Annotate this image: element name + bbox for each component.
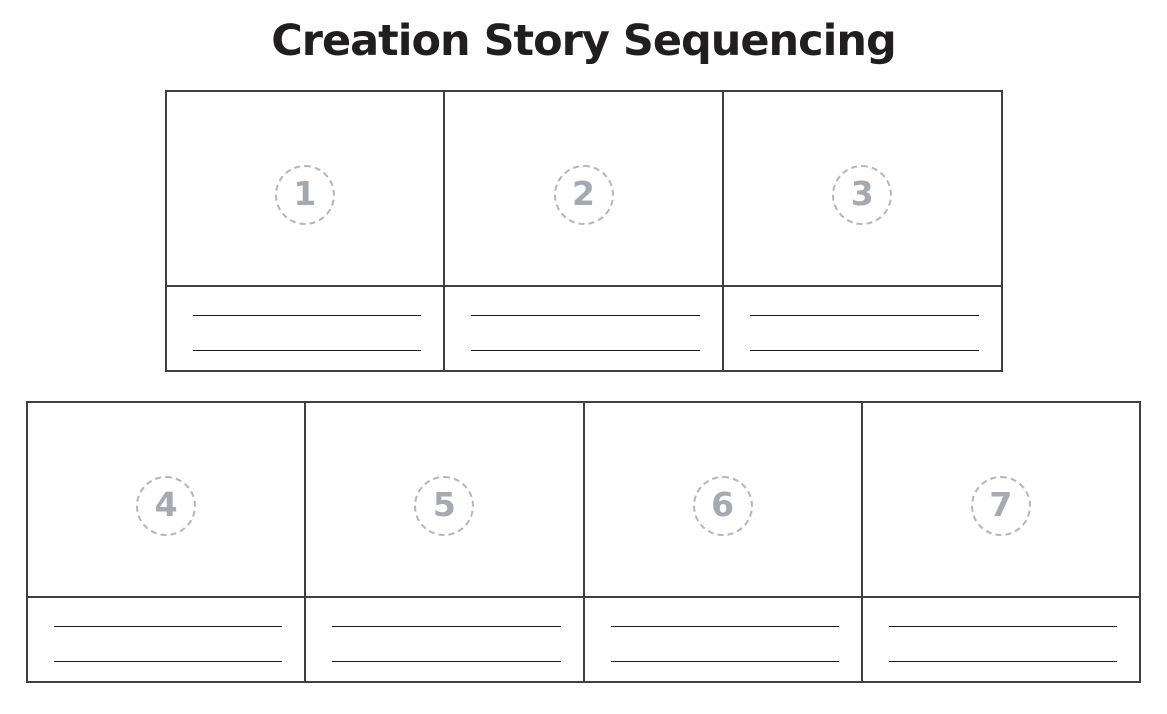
writing-line: [888, 626, 1117, 627]
picture-box-4: 4: [28, 403, 305, 598]
sequence-card-7: 7: [862, 403, 1139, 681]
picture-box-1: 1: [166, 92, 444, 287]
step-number: 7: [989, 485, 1013, 524]
writing-line: [332, 626, 561, 627]
sequence-card-4: 4: [28, 403, 307, 681]
step-number-badge: 1: [274, 164, 335, 225]
sequence-card-6: 6: [584, 403, 863, 681]
step-number-badge: 4: [136, 475, 197, 536]
writing-box-5: [306, 598, 582, 681]
writing-line: [54, 626, 283, 627]
picture-box-2: 2: [445, 92, 722, 287]
writing-box-1: [167, 287, 444, 370]
writing-line: [332, 661, 561, 662]
writing-box-2: [445, 287, 722, 370]
sequence-card-2: 2: [445, 92, 724, 370]
sequence-row-bottom: 4 5 6 7: [26, 401, 1141, 683]
step-number: 4: [154, 485, 178, 524]
writing-line: [471, 350, 700, 351]
writing-box-4: [28, 598, 304, 681]
step-number-badge: 2: [553, 164, 614, 225]
writing-line: [192, 350, 422, 351]
writing-box-3: [724, 287, 1001, 370]
step-number: 5: [432, 485, 456, 524]
step-number-badge: 3: [832, 164, 893, 225]
writing-line: [749, 315, 979, 316]
picture-box-7: 7: [862, 403, 1139, 598]
sequence-card-3: 3: [723, 92, 1001, 370]
step-number: 6: [711, 485, 735, 524]
sequence-card-1: 1: [166, 92, 446, 370]
writing-box-6: [585, 598, 861, 681]
page-title: Creation Story Sequencing: [271, 16, 897, 66]
step-number-badge: 5: [414, 475, 475, 536]
step-number-badge: 7: [970, 475, 1031, 536]
writing-line: [54, 661, 283, 662]
writing-line: [192, 315, 422, 316]
step-number: 1: [293, 174, 317, 213]
picture-box-6: 6: [584, 403, 861, 598]
writing-line: [888, 661, 1117, 662]
writing-line: [471, 315, 700, 316]
picture-box-3: 3: [723, 92, 1001, 287]
sequence-row-top: 1 2 3: [164, 90, 1003, 372]
picture-box-5: 5: [306, 403, 583, 598]
writing-line: [610, 626, 839, 627]
step-number: 2: [572, 174, 595, 213]
writing-line: [749, 350, 979, 351]
writing-box-7: [863, 598, 1139, 681]
writing-line: [610, 661, 839, 662]
step-number-badge: 6: [692, 475, 753, 536]
sequence-card-5: 5: [306, 403, 585, 681]
step-number: 3: [850, 174, 874, 213]
